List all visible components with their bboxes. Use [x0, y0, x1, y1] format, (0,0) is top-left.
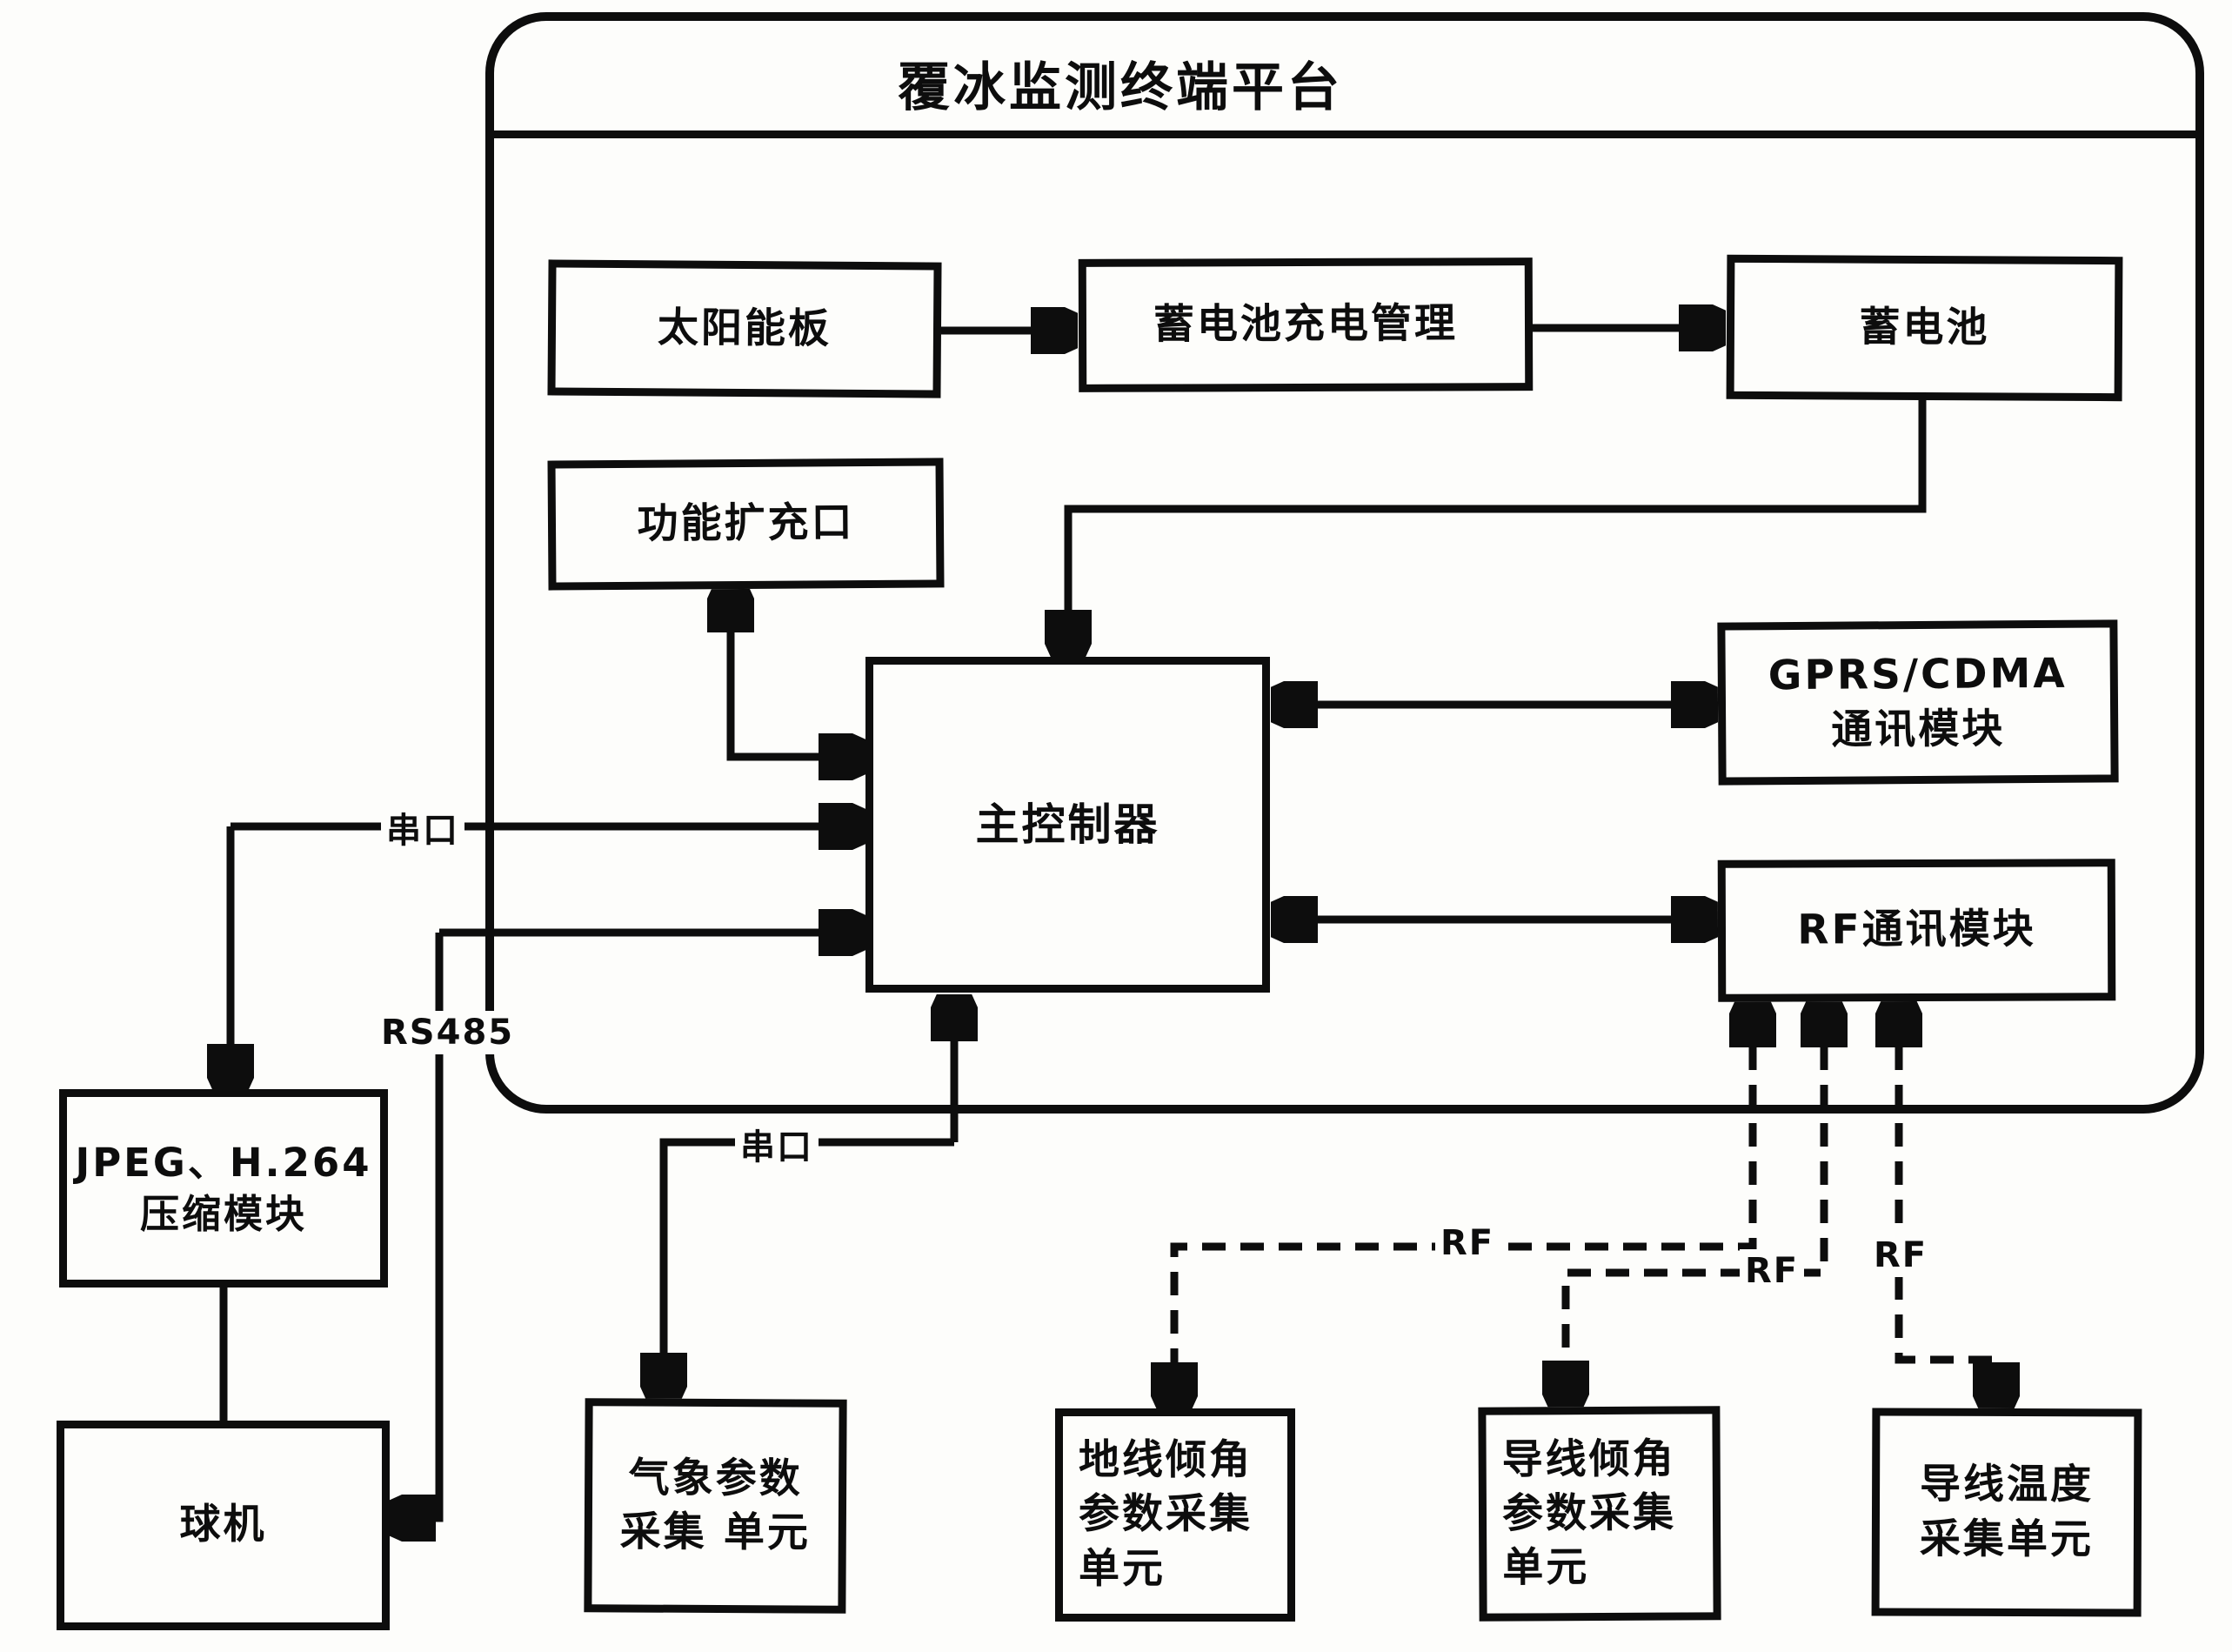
- box-weather-collection-unit: 气象参数 采集 单元: [584, 1398, 847, 1614]
- connector-rf-to-ground-angle: [1174, 1008, 1753, 1401]
- connector-rf-to-conductor-angle: [1566, 1008, 1824, 1400]
- platform-title-divider: [494, 21, 2195, 138]
- box-rf-module: RF通讯模块: [1717, 859, 2116, 1002]
- connector-rs485-to-camera: [397, 933, 444, 1518]
- platform-title: 覆冰监测终端平台: [898, 57, 1343, 118]
- label-rf-2: RF: [1740, 1249, 1805, 1293]
- box-conductor-temp-unit: 导线温度 采集单元: [1871, 1408, 2142, 1617]
- box-battery-charge-management: 蓄电池充电管理: [1078, 257, 1534, 392]
- connector-battery-to-controller: [1068, 398, 1927, 649]
- box-jpeg-h264-module: JPEG、H.264 压缩模块: [59, 1089, 388, 1287]
- label-serial-port-camera: 串口: [381, 800, 464, 854]
- label-rf-1: RF: [1435, 1221, 1500, 1265]
- box-main-controller: 主控制器: [865, 657, 1270, 993]
- box-expansion-port: 功能扩充口: [547, 458, 945, 591]
- label-rs485: RS485: [376, 1011, 520, 1054]
- box-dome-camera: 球机: [57, 1421, 390, 1630]
- label-rf-3: RF: [1868, 1234, 1934, 1277]
- connector-rf-to-conductor-temp: [1899, 1008, 1996, 1401]
- box-solar-panel: 太阳能板: [547, 259, 942, 398]
- box-gprs-cdma-module: GPRS/CDMA 通讯模块: [1717, 619, 2119, 786]
- box-conductor-angle-unit: 导线倾角 参数采集 单元: [1478, 1406, 1721, 1622]
- label-serial-port-weather: 串口: [735, 1117, 819, 1171]
- connector-expansion-controller: [731, 593, 858, 757]
- box-ground-wire-angle-unit: 地线倾角 参数采集 单元: [1055, 1408, 1295, 1622]
- connector-weather-serial-down: [664, 1138, 954, 1392]
- box-battery: 蓄电池: [1726, 254, 2123, 402]
